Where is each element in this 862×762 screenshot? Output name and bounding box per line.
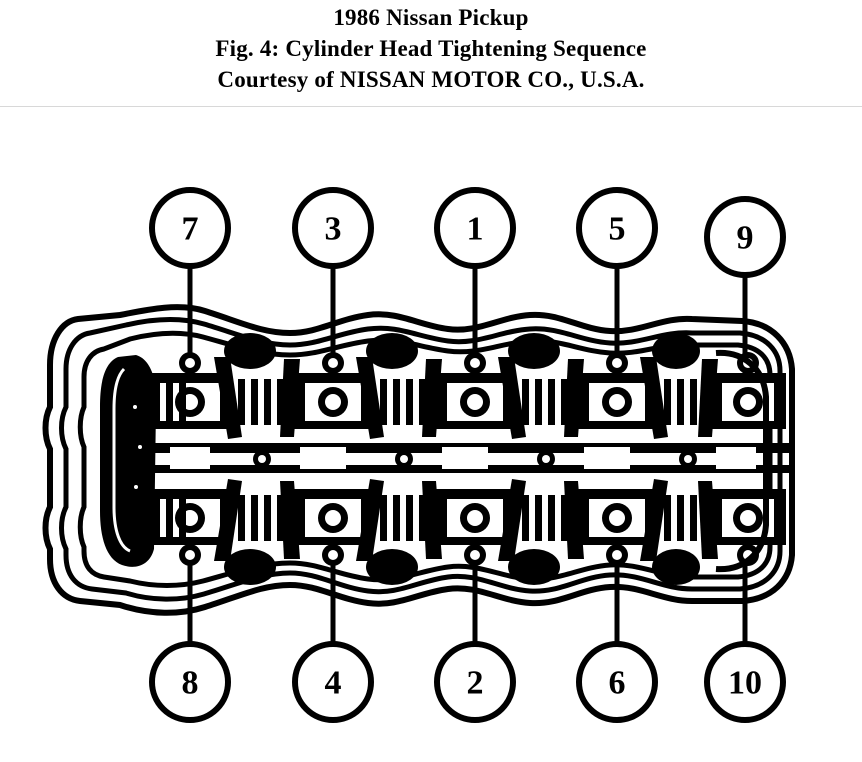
callout-label: 8 bbox=[182, 665, 199, 702]
rocker-arms bbox=[214, 357, 718, 561]
callout-label: 3 bbox=[325, 211, 342, 248]
figure-header: 1986 Nissan Pickup Fig. 4: Cylinder Head… bbox=[0, 0, 862, 107]
cylinder-head-diagram: 7 3 1 5 9 bbox=[0, 107, 862, 762]
callout-9[interactable]: 9 bbox=[704, 196, 786, 278]
callout-circles-bottom: 8 4 2 6 10 bbox=[149, 641, 786, 723]
callout-3[interactable]: 3 bbox=[292, 187, 374, 269]
cylinder-head-casting bbox=[42, 304, 795, 616]
callout-label: 5 bbox=[609, 211, 626, 248]
rocker-bays bbox=[148, 352, 786, 566]
callout-1[interactable]: 1 bbox=[434, 187, 516, 269]
figure-caption: Fig. 4: Cylinder Head Tightening Sequenc… bbox=[215, 36, 647, 61]
figure-courtesy: Courtesy of NISSAN MOTOR CO., U.S.A. bbox=[217, 67, 645, 92]
page-title: 1986 Nissan Pickup bbox=[333, 5, 529, 30]
callout-8[interactable]: 8 bbox=[149, 641, 231, 723]
callout-circles-top: 7 3 1 5 9 bbox=[149, 187, 786, 278]
casting-webs bbox=[170, 447, 756, 469]
callout-label: 9 bbox=[737, 220, 754, 257]
callout-10[interactable]: 10 bbox=[704, 641, 786, 723]
header-divider bbox=[0, 106, 862, 107]
callout-label: 10 bbox=[728, 665, 762, 702]
callout-2[interactable]: 2 bbox=[434, 641, 516, 723]
callout-label: 4 bbox=[325, 665, 342, 702]
callout-4[interactable]: 4 bbox=[292, 641, 374, 723]
callout-label: 7 bbox=[182, 211, 199, 248]
callout-7[interactable]: 7 bbox=[149, 187, 231, 269]
oil-gallery-holes bbox=[253, 450, 697, 468]
callout-label: 6 bbox=[609, 665, 626, 702]
cam-lobes bbox=[224, 333, 700, 585]
callout-5[interactable]: 5 bbox=[576, 187, 658, 269]
callout-label: 2 bbox=[467, 665, 484, 702]
callout-6[interactable]: 6 bbox=[576, 641, 658, 723]
callout-label: 1 bbox=[467, 211, 484, 248]
